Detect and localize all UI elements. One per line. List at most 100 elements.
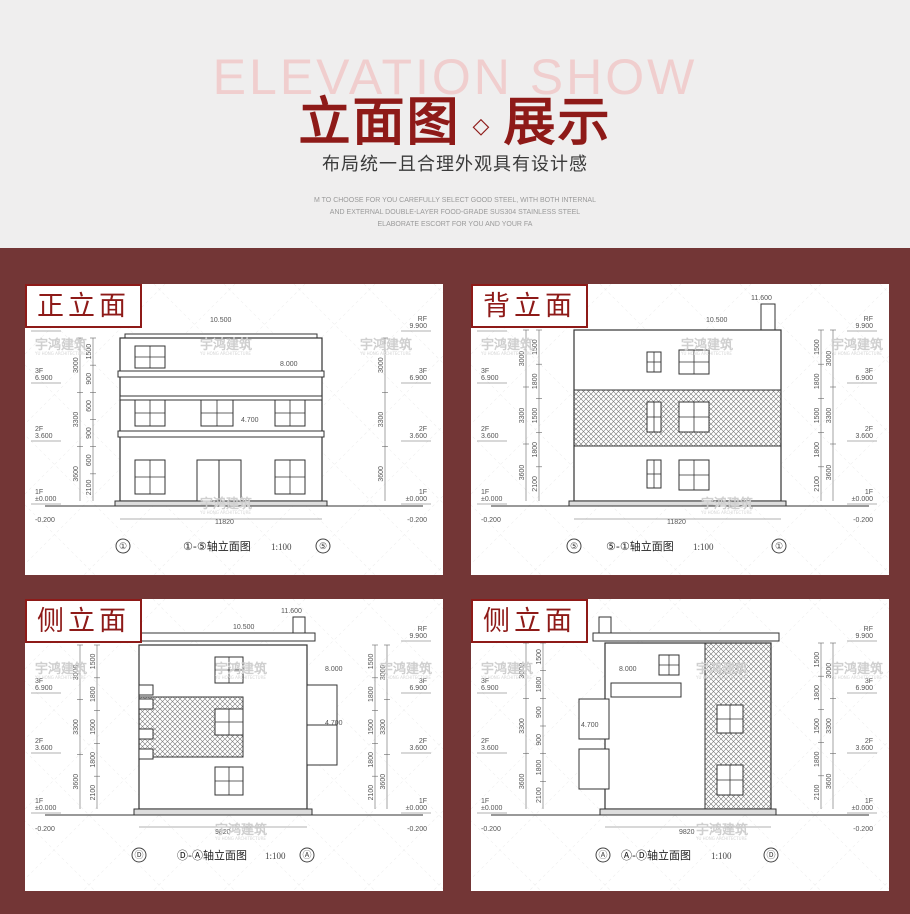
level-name: 1F xyxy=(481,489,489,496)
projecting-bay xyxy=(578,698,610,740)
level-name: 1F xyxy=(419,489,427,496)
drawing-scale: 1:100 xyxy=(711,851,732,861)
watermark-subtext: YU HONG ARCHITECTURE xyxy=(480,675,532,680)
axis-left: ① xyxy=(119,541,127,551)
drawing-caption: ①-⑤轴立面图 xyxy=(183,539,251,553)
dim-label: 1800 xyxy=(814,442,821,458)
level-value: 3.600 xyxy=(35,745,53,752)
background-title: ELEVATION SHOW xyxy=(212,49,698,105)
dim-label: 2100 xyxy=(532,476,539,492)
watermark-text: 宇鸿建筑 xyxy=(360,337,412,353)
watermark-subtext: YU HONG ARCHITECTURE xyxy=(830,675,882,680)
level-value: ±0.000 xyxy=(35,805,56,812)
level-value: ±0.000 xyxy=(406,805,427,812)
watermark-subtext: YU HONG ARCHITECTURE xyxy=(379,675,431,680)
dim-label: 1800 xyxy=(814,751,821,767)
dim-label: 900 xyxy=(86,373,93,385)
mid-dim: 4.700 xyxy=(325,720,343,727)
mid-dim: 8.000 xyxy=(280,361,298,368)
guide-line xyxy=(433,284,443,294)
page-title: 立面图◇展示 xyxy=(0,80,910,155)
guide-line xyxy=(879,284,889,294)
watermark-subtext: YU HONG ARCHITECTURE xyxy=(199,351,251,356)
guide-line xyxy=(432,599,443,610)
level-value: -0.200 xyxy=(35,826,55,833)
top-dim: 11.600 xyxy=(751,295,772,302)
watermark-text: 宇鸿建筑 xyxy=(380,661,432,677)
guide-line xyxy=(471,820,542,891)
elevation-drawing: 11.60010.5008.0004.700982030003300360015… xyxy=(25,599,443,891)
watermark-subtext: YU HONG ARCHITECTURE xyxy=(359,351,411,356)
guide-line xyxy=(669,355,889,575)
guide-line xyxy=(471,599,542,670)
dim-label: 1500 xyxy=(90,654,97,670)
level-name: 3F xyxy=(865,678,873,685)
guide-line xyxy=(433,565,443,575)
guide-line xyxy=(362,599,443,680)
level-value: -0.200 xyxy=(481,826,501,833)
level-value: -0.200 xyxy=(407,517,427,524)
desc-line: ELABORATE ESCORT FOR YOU AND YOUR FA xyxy=(377,221,533,228)
axis-left: ⑤ xyxy=(570,541,578,551)
panel-label: 侧立面 xyxy=(471,599,588,643)
level-value: 3.600 xyxy=(481,433,499,440)
watermark-subtext: YU HONG ARCHITECTURE xyxy=(830,351,882,356)
guide-line xyxy=(432,880,443,891)
level-name: 2F xyxy=(419,738,427,745)
dim-label: 2100 xyxy=(368,785,375,801)
elevation-drawing: 11.60010.5001182030003300360015001800150… xyxy=(471,284,889,575)
panel-label: 正立面 xyxy=(25,284,142,328)
dim-label: 900 xyxy=(536,706,543,718)
dim-label: 1800 xyxy=(90,686,97,702)
guide-line xyxy=(293,425,443,575)
roof-dim: 10.500 xyxy=(706,317,728,324)
level-name: 2F xyxy=(35,426,43,433)
watermark-text: 宇鸿建筑 xyxy=(481,661,533,677)
level-value: -0.200 xyxy=(853,517,873,524)
width-dim: 11820 xyxy=(215,519,234,526)
dim-label: 1500 xyxy=(814,339,821,355)
plinth xyxy=(133,808,313,816)
axis-bubble xyxy=(771,538,787,554)
dim-label: 1500 xyxy=(368,719,375,735)
level-name: 3F xyxy=(35,678,43,685)
dim-label: 2100 xyxy=(814,785,821,801)
level-value: ±0.000 xyxy=(481,496,502,503)
diamond-separator-icon: ◇ xyxy=(472,113,492,139)
guide-line xyxy=(471,434,612,575)
dim-label: 3300 xyxy=(826,408,833,424)
dim-label: 3300 xyxy=(73,412,80,428)
axis-right: Ⓐ xyxy=(302,850,311,860)
header-section: ELEVATION SHOW 立面图◇展示 布局统一且合理外观具有设计感 M T… xyxy=(0,0,910,248)
level-name: 3F xyxy=(865,368,873,375)
level-name: 2F xyxy=(865,738,873,745)
dim-label: 3600 xyxy=(73,774,80,790)
roof-eave xyxy=(138,632,316,642)
projecting-bay xyxy=(578,748,610,790)
axis-left: Ⓐ xyxy=(598,850,607,860)
level-value: 6.900 xyxy=(855,685,873,692)
dim-label: 1500 xyxy=(814,718,821,734)
watermark-text: 宇鸿建筑 xyxy=(200,496,252,512)
watermark-subtext: YU HONG ARCHITECTURE xyxy=(695,836,747,841)
level-value: ±0.000 xyxy=(35,496,56,503)
drawing-scale: 1:100 xyxy=(265,851,286,861)
dim-label: 3600 xyxy=(73,466,80,482)
dim-label: 1800 xyxy=(90,752,97,768)
dim-label: 3600 xyxy=(519,773,526,789)
watermark-text: 宇鸿建筑 xyxy=(35,337,87,353)
dim-label: 900 xyxy=(86,427,93,439)
axis-bubble xyxy=(595,847,611,863)
level-value: 6.900 xyxy=(481,685,499,692)
guide-line xyxy=(471,284,542,355)
dim-label: 3000 xyxy=(519,663,526,679)
dim-label: 3600 xyxy=(378,466,385,482)
level-value: ±0.000 xyxy=(852,496,873,503)
roof-eave xyxy=(592,632,780,642)
guide-line xyxy=(878,599,889,610)
dim-label: 3000 xyxy=(826,351,833,367)
axis-right: ⑤ xyxy=(319,541,327,551)
drawing-caption: Ⓐ-Ⓓ轴立面图 xyxy=(621,848,691,862)
guide-line xyxy=(362,810,443,891)
